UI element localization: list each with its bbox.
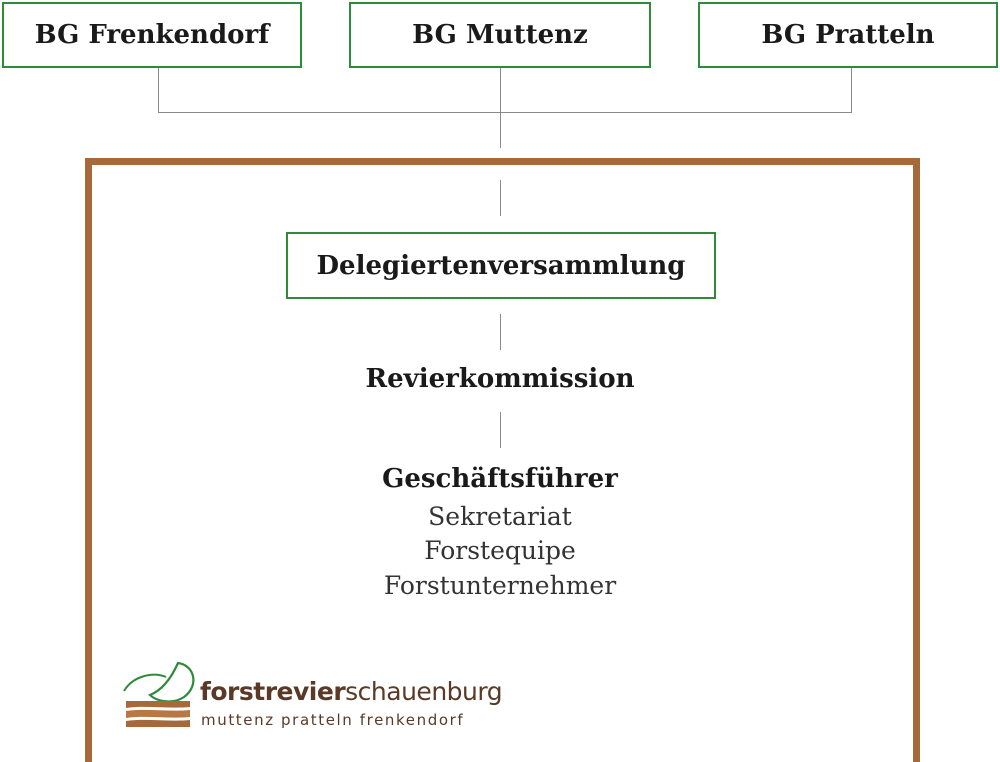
connector-to-geschaeftsfuehrer: [500, 412, 501, 448]
logo-name-light: schauenburg: [345, 677, 503, 706]
bg-pratteln-label: BG Pratteln: [761, 20, 935, 50]
staff-forstequipe: Forstequipe: [424, 536, 576, 565]
logo-subtitle: muttenz pratteln frenkendorf: [201, 711, 465, 729]
connector-pratteln-down: [851, 68, 852, 113]
forstrevier-logo: forstrevierschauenburg muttenz pratteln …: [120, 655, 503, 735]
revierkommission-label: Revierkommission: [365, 364, 635, 394]
organization-frame: [85, 158, 920, 762]
staff-sekretariat: Sekretariat: [428, 502, 572, 531]
bg-pratteln-box: BG Pratteln: [698, 2, 998, 68]
bg-frenkendorf-box: BG Frenkendorf: [2, 2, 302, 68]
leaf-wood-logo-icon: [123, 661, 195, 727]
connector-to-delegierte: [500, 180, 501, 216]
logo-wordmark: forstrevierschauenburg: [200, 677, 503, 706]
connector-frenkendorf-down: [158, 68, 159, 113]
connector-muttenz-down: [500, 68, 501, 148]
geschaeftsfuehrer-label: Geschäftsführer: [382, 464, 618, 494]
logo-name-bold: forstrevier: [200, 677, 346, 706]
bg-muttenz-label: BG Muttenz: [412, 20, 588, 50]
staff-forstunternehmer: Forstunternehmer: [383, 571, 617, 600]
bg-frenkendorf-label: BG Frenkendorf: [34, 20, 270, 50]
bg-muttenz-box: BG Muttenz: [349, 2, 651, 68]
connector-to-revierkommission: [500, 314, 501, 350]
delegiertenversammlung-box: Delegiertenversammlung: [286, 232, 716, 299]
delegiertenversammlung-label: Delegiertenversammlung: [316, 250, 686, 281]
connector-horizontal: [158, 112, 852, 113]
